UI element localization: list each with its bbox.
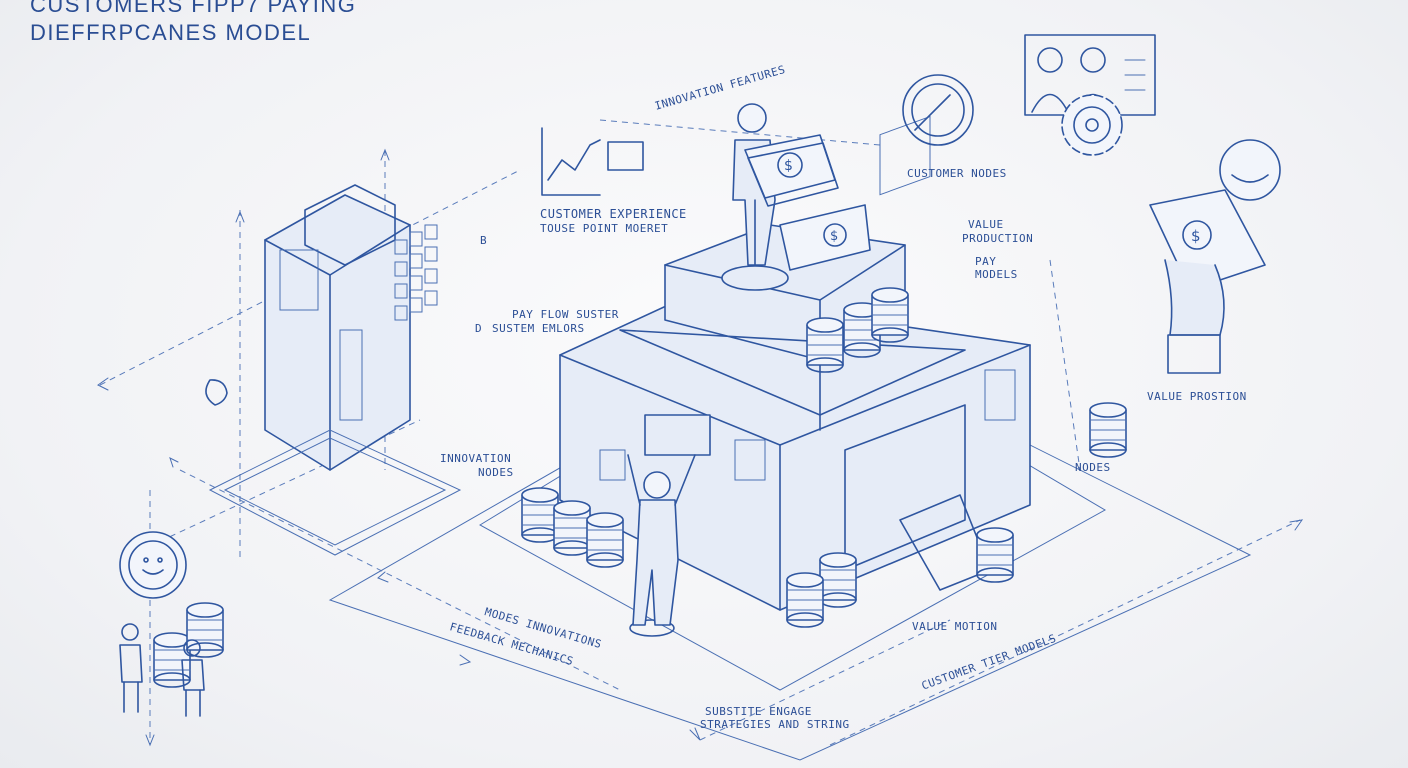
diagram-title-line2: DIEFFRPCANES MODEL [30,20,312,45]
label-production: PRODUCTION [962,232,1034,245]
label-pay: PAY [975,255,997,268]
label-substitute-engage: SUBSTITE ENGAGE [705,705,812,718]
dimension-arrows [97,148,1304,747]
label-innovation-nodes: NODES [478,466,514,479]
label-dim-d: D [475,322,483,335]
svg-text:$: $ [1191,227,1201,245]
label-customer-nodes: CUSTOMER NODES [907,167,1007,180]
label-strategies: STRATEGIES AND STRING [700,718,850,731]
label-innovation: INNOVATION [440,452,512,465]
label-pay-flow: PAY FLOW SUSTER [512,308,619,321]
target-icon [902,74,974,146]
money-stack-icon: $ $ [744,134,871,271]
label-value-motion: VALUE MOTION [912,620,998,633]
label-models: MODELS [975,268,1018,281]
badge-icon [119,531,187,599]
svg-text:$: $ [784,158,793,174]
label-nodes: NODES [1075,461,1111,474]
label-system: SUSTEM EMLORS [492,322,585,335]
chart-icon [541,127,644,196]
gear-icon [1061,94,1123,156]
svg-text:$: $ [830,229,838,244]
diagram-title-line1: CUSTOMERS FIPP7 PAYING [30,0,357,17]
apple-icon [205,379,228,406]
label-value-prostion: VALUE PROSTION [1147,390,1247,403]
label-customer-experience: CUSTOMER EXPERIENCE [540,207,687,221]
hand-with-money-icon: $ [1149,139,1281,374]
label-dim-b: B [480,234,488,247]
shop-icon [559,115,1031,611]
people-icon [119,623,205,717]
worker-icon [627,414,711,637]
label-touchpoint: TOUSE POINT MOERET [540,222,669,235]
building-icon [205,184,462,556]
label-value: VALUE [968,218,1004,231]
